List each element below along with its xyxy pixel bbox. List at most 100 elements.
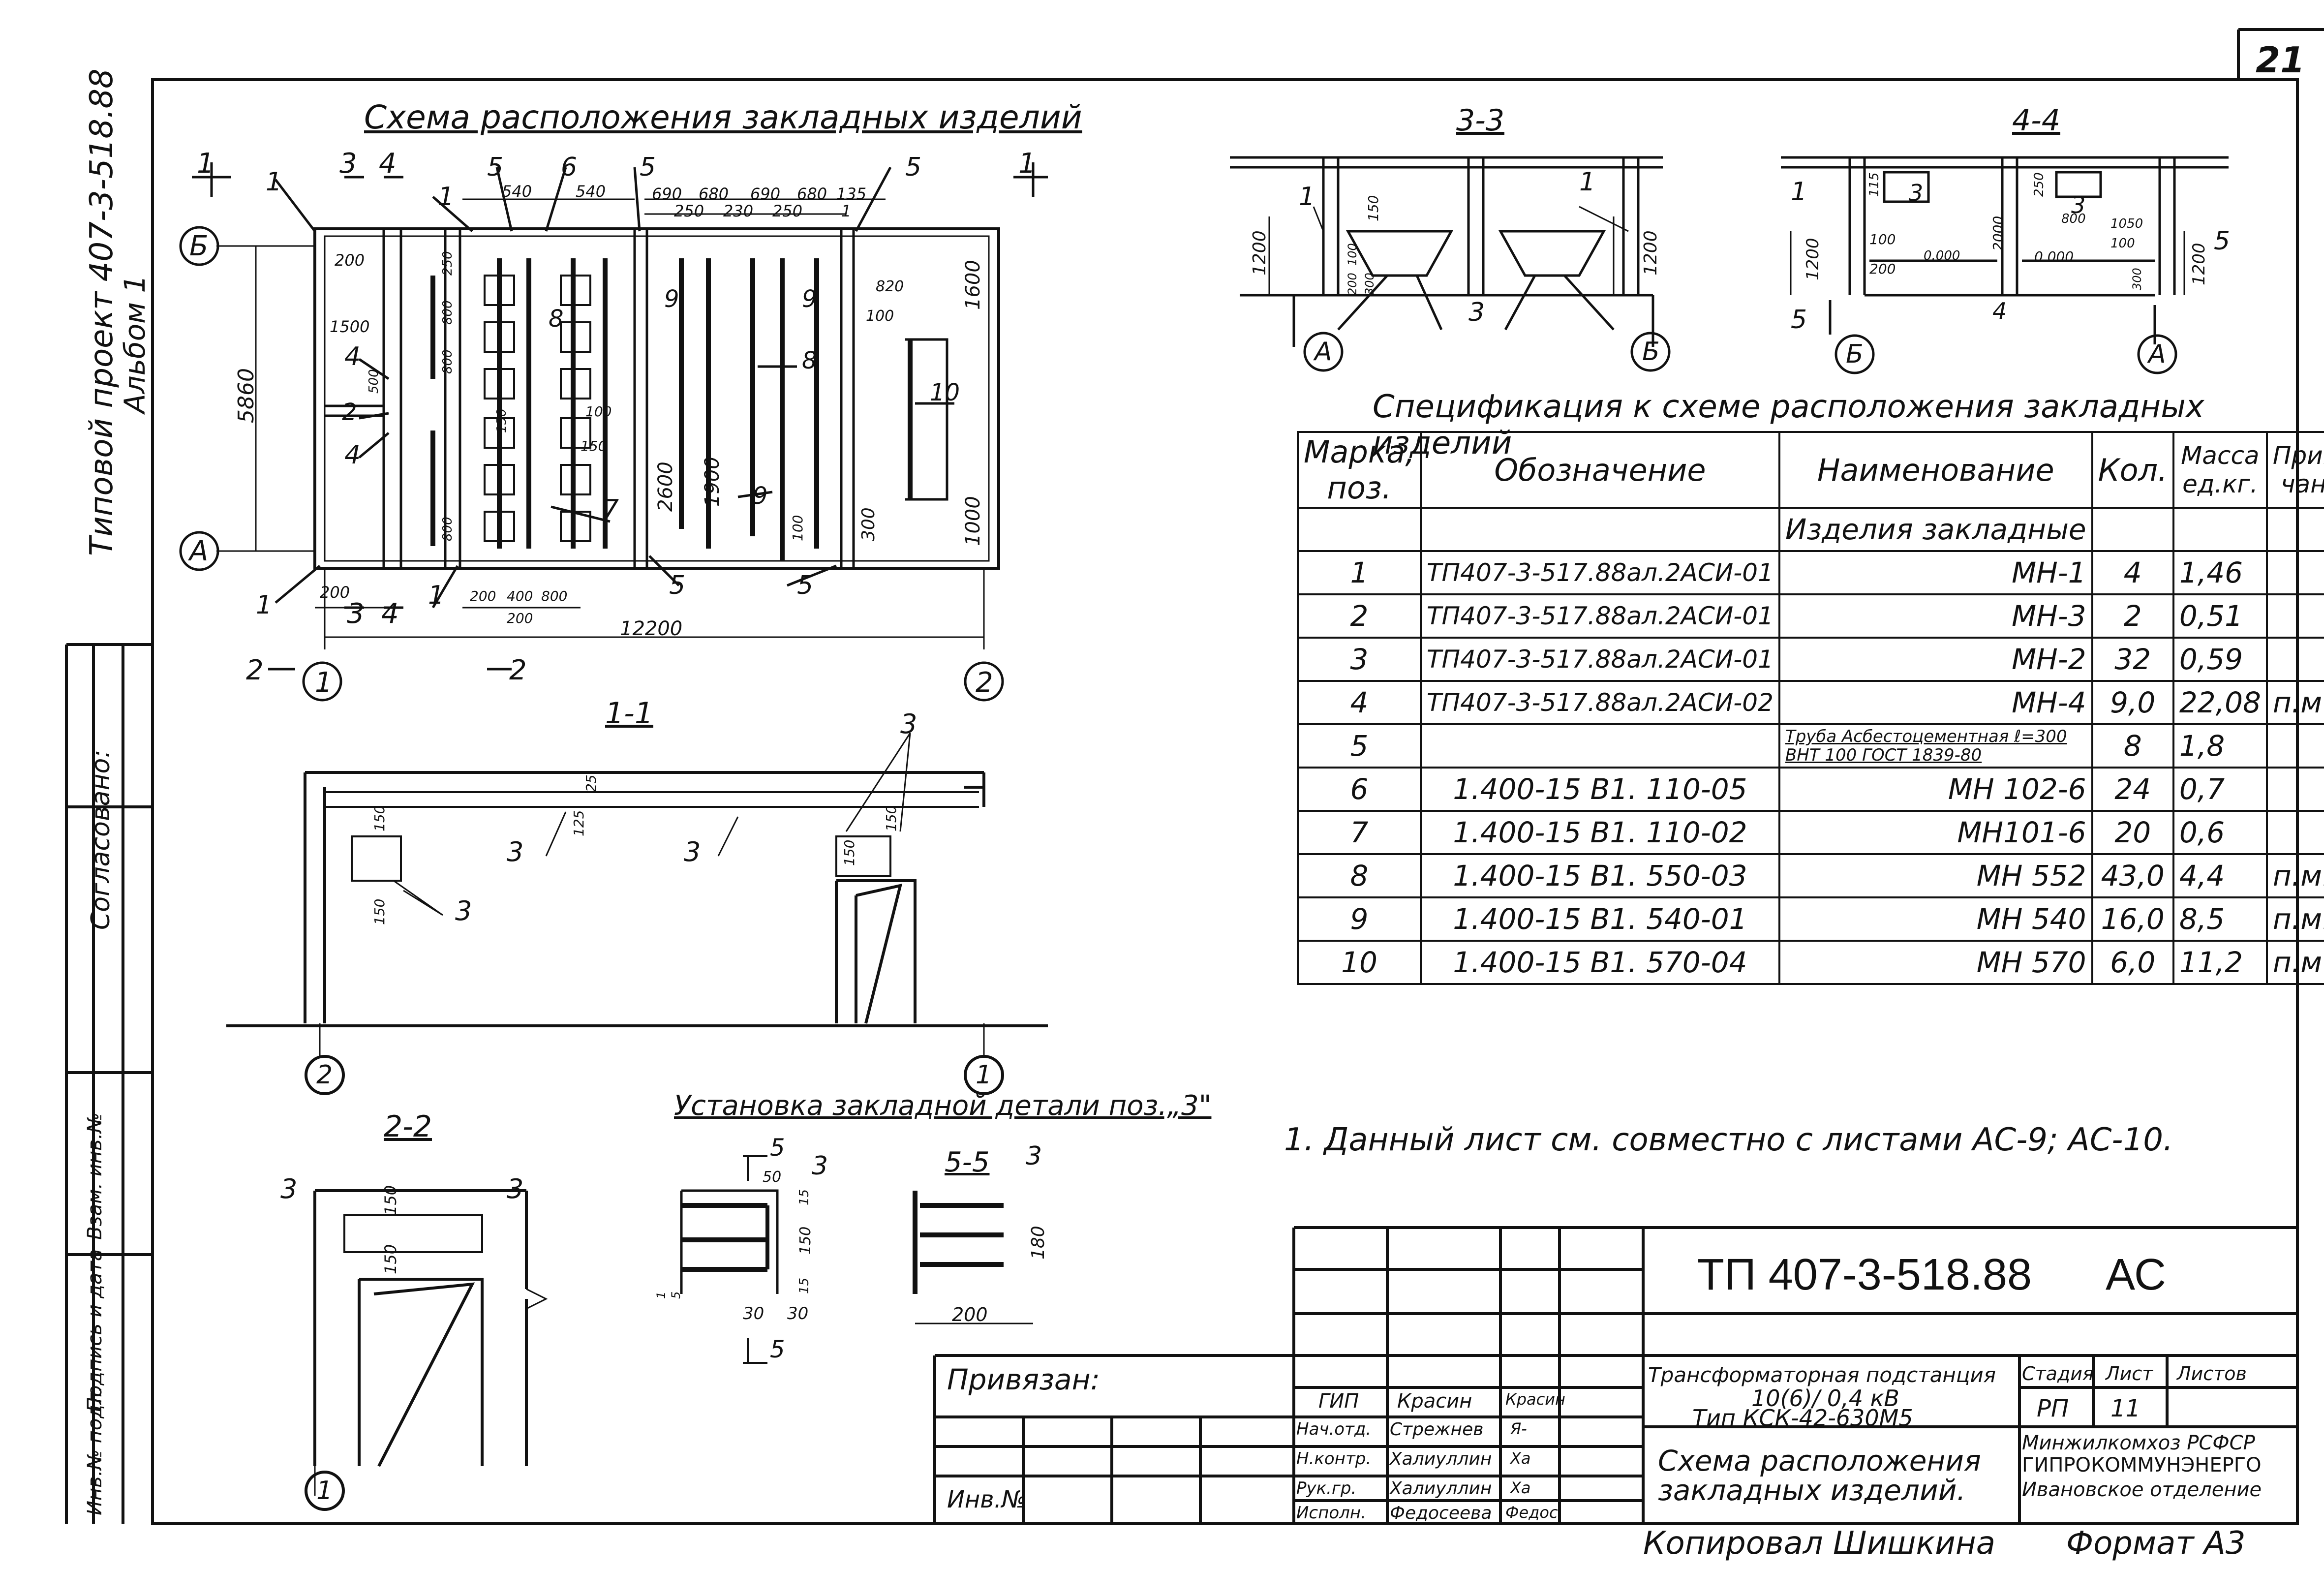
section-5-5-label: 3 [1026,1141,1042,1171]
section-3-3-dim: 100 [1345,243,1359,266]
dim-top: 680 [699,185,729,203]
dim-inner: 150 [581,438,607,454]
signature: Федос [1505,1503,1558,1522]
dim-inner: 2600 [654,461,677,512]
section-1-1-dim: 150 [883,805,899,831]
table-row: 6 1.400-15 В1. 110-05 МН 102-6 24 0,7 [1297,767,2324,812]
name-label: Красин [1397,1390,1472,1413]
dim-top: 540 [502,182,532,201]
section-4-4-dim: 0.000 [1924,248,1960,263]
section-4-4-label: 3 [2071,192,2086,218]
section-4-4-label: 1 [1791,177,1807,207]
section-mark: 3 [347,598,365,630]
section-4-4-dim: 1200 [1803,238,1823,280]
pos-mark: 10 [930,379,960,406]
section-3-3-dim: 1200 [1250,230,1270,276]
drawing-mark: АС [2106,1250,2167,1299]
axis-2-label: 2 [976,667,993,699]
section-5-5-title: 5-5 [945,1146,990,1178]
section-3-3-label: 3 [1468,298,1485,327]
section-mark: 4 [381,598,399,630]
bound-label: Привязан: [947,1363,1101,1396]
section-1-1-dim: 25 [583,774,599,792]
detail-3-dim: 50 [763,1169,782,1186]
section-3-3-axis-b: Б [1642,337,1660,367]
pos-mark: 6 [561,153,578,182]
table-row: 2 ТП407-3-517.88ал.2АСИ-01 МН-3 2 0,51 [1297,593,2324,639]
pos-mark: 4 [344,342,361,371]
section-3-3-title: 3-3 [1456,103,1504,138]
object-line: 10(6)/ 0,4 кВ [1751,1385,1899,1412]
detail-3-dim: 1 [654,1291,668,1299]
pos-mark: 2 [342,399,357,426]
dim-inner: 300 [858,507,879,541]
section-1-1-dim: 150 [371,805,388,831]
section-4-4-dim: 115 [1867,172,1882,197]
sheet-no-value: 11 [2110,1395,2141,1422]
section-mark: 1 [197,148,214,180]
dim-left: 500 [367,369,381,394]
detail-3-dim: 15 [797,1189,812,1205]
side-agreed: Согласовано: [86,749,116,930]
section-mark: 3 [339,148,357,180]
section-1-1-label: 3 [455,895,472,926]
stage-value: РП [2037,1395,2069,1422]
section-2-2-axis-1: 1 [316,1476,333,1506]
org-line: Минжилкомхоз РСФСР [2022,1432,2255,1454]
dim-left: 200 [335,251,365,270]
spec-header: Масса ед.кг. [2172,431,2268,509]
spec-header: Наименование [1778,431,2093,509]
dim-inner: 1000 [962,496,984,546]
sheet-format: Формат А3 [2066,1525,2246,1562]
name-label: Халиуллин [1390,1478,1492,1499]
section-3-3-dim: 1200 [1641,230,1661,276]
section-4-4-dim: 0.000 [2034,248,2074,265]
table-row: 1 ТП407-3-517.88ал.2АСИ-01 МН-1 4 1,46 [1297,550,2324,595]
role-label: Нач.отд. [1296,1419,1372,1439]
section-4-4-dim: 300 [2130,268,2144,290]
spec-group-label: Изделия закладные [1778,507,2093,552]
copied-by: Копировал Шишкина [1643,1525,1995,1562]
pos-mark: 5 [797,571,814,600]
section-4-4-dim: 1200 [2189,243,2209,285]
detail-3-label: 5 [770,1134,785,1162]
role-label: Исполн. [1296,1503,1366,1523]
table-row: 9 1.400-15 В1. 540-01 МН 540 16,0 8,5 п.… [1297,896,2324,942]
detail-3-dim: 150 [797,1226,814,1255]
section-4-4-axis-a: А [2148,339,2166,369]
pos-mark: 1 [428,581,445,610]
section-5-5-dim: 200 [952,1304,988,1325]
project-code: ТП 407-3-518.88 [1697,1250,2032,1299]
detail-3-dim: 30 [743,1304,764,1323]
inv-label: Инв.№ [947,1486,1026,1513]
section-mark: 2 [246,654,264,686]
section-2-2-title: 2-2 [384,1109,432,1144]
dim-inner: 100 [790,515,806,541]
section-2-2-label: 3 [280,1173,298,1204]
section-3-3-label: 1 [1299,182,1315,212]
section-1-1-dim: 150 [841,839,857,866]
detail-3-dim: 15 [797,1277,812,1294]
section-4-4-axis-b: Б [1846,339,1864,369]
section-5-5-dim: 180 [1028,1226,1048,1260]
stage-header: Стадия [2022,1363,2094,1384]
object-line: Трансформаторная подстанция [1648,1363,1996,1387]
plan-title: Схема расположения закладных изделий [364,98,1082,136]
dim-top: 690 [750,185,781,203]
section-4-4-dim: 800 [2061,212,2086,226]
pos-mark: 5 [905,153,922,182]
pos-mark: 1 [438,182,455,212]
pos-mark: 7 [603,494,619,524]
detail-3-dim: 5 [669,1291,683,1299]
section-1-1-axis-2: 2 [316,1060,333,1090]
axis-a-label: А [189,535,209,567]
dim-left: 800 [440,349,455,374]
dim-total-length: 12200 [620,617,683,640]
spec-header-row: Марка, поз. Обозначение Наименование Кол… [1297,431,2324,509]
name-label: Халиуллин [1390,1449,1492,1469]
dim-top: 250 [772,202,803,220]
spec-header: Приме-чание [2265,431,2324,509]
pos-mark: 8 [549,305,564,333]
pos-mark: 9 [753,482,768,510]
